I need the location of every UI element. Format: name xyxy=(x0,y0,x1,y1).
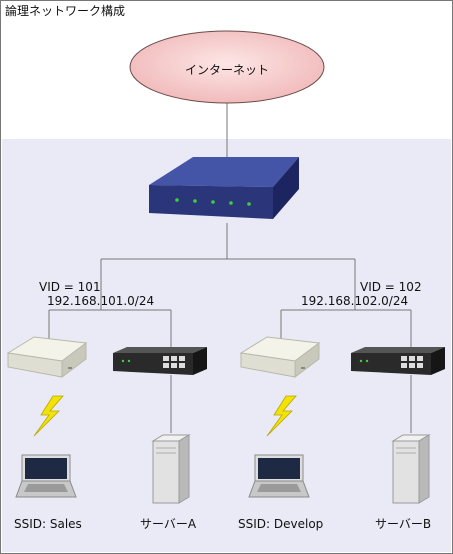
internet-label: インターネット xyxy=(184,63,269,77)
ssid-sales-label: SSID: Sales xyxy=(14,517,82,531)
vlan-101-id: VID = 101 xyxy=(39,280,101,294)
lightning-icon xyxy=(266,395,297,437)
wireless-ap-icon xyxy=(239,336,321,378)
diagram-title: 論理ネットワーク構成 xyxy=(5,4,126,18)
server-icon xyxy=(391,434,431,504)
laptop-icon xyxy=(15,454,77,498)
wireless-ap-icon xyxy=(6,336,88,378)
router-icon xyxy=(149,157,299,219)
cloud-icon xyxy=(129,30,325,104)
server-b-label: サーバーB xyxy=(375,517,432,531)
vlan-102-id: VID = 102 xyxy=(360,280,422,294)
server-icon xyxy=(151,434,191,504)
vlan-101-subnet: 192.168.101.0/24 xyxy=(47,294,155,308)
vlan-102-subnet: 192.168.102.0/24 xyxy=(301,294,409,308)
server-a-label: サーバーA xyxy=(140,517,197,531)
switch-icon xyxy=(351,347,445,375)
laptop-icon xyxy=(248,454,310,498)
lightning-icon xyxy=(33,395,64,437)
switch-icon xyxy=(113,347,207,375)
ssid-develop-label: SSID: Develop xyxy=(238,517,324,531)
